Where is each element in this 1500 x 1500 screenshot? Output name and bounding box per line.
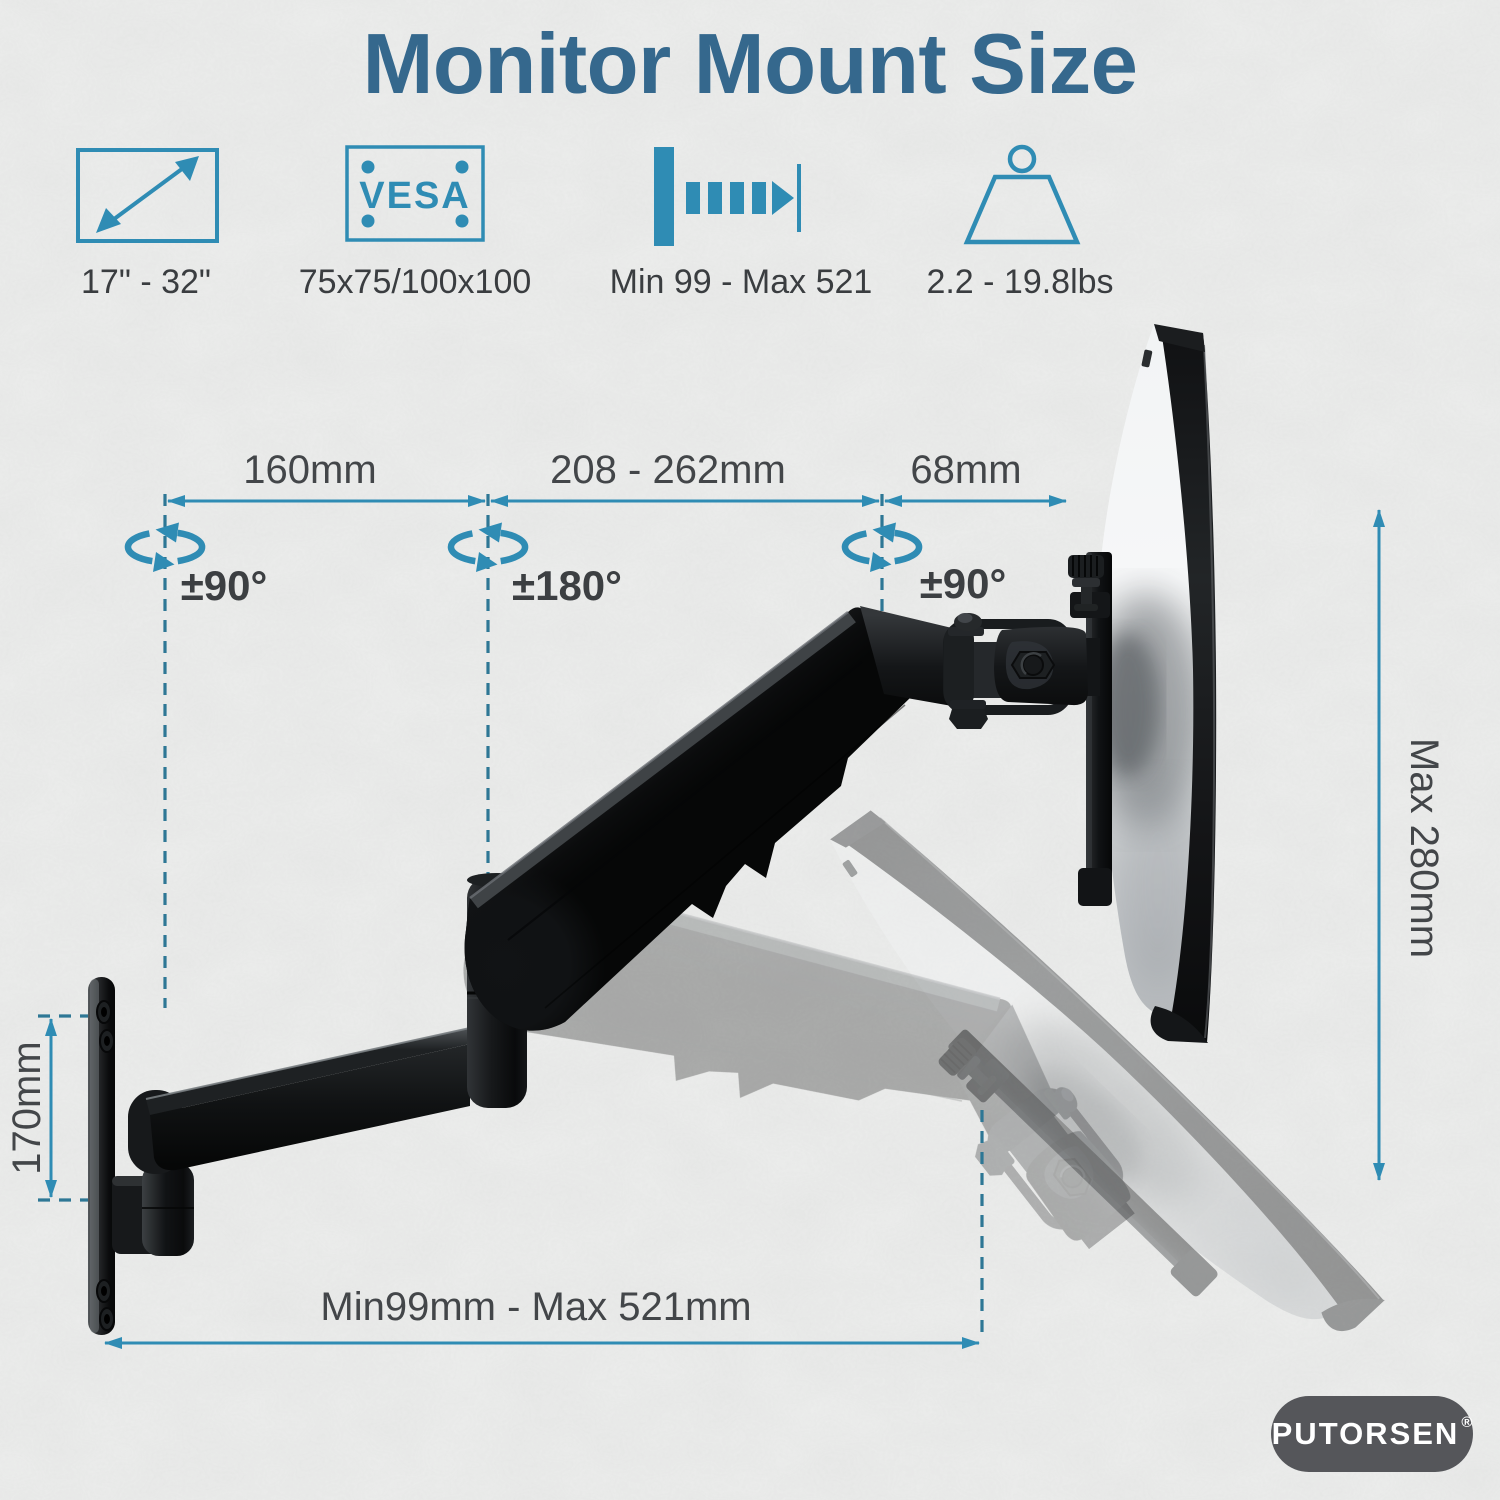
- spec-label-weight: 2.2 - 19.8lbs: [926, 263, 1113, 301]
- label-swivel-mid: ±180°: [512, 562, 622, 609]
- screen-size-icon: [76, 148, 219, 243]
- registered-mark-icon: ®: [1461, 1413, 1473, 1431]
- wall-hinge: [112, 1163, 194, 1256]
- label-swivel-head: ±90°: [920, 560, 1007, 607]
- label-extension-range: Min99mm - Max 521mm: [320, 1285, 751, 1329]
- weight-icon: [963, 144, 1081, 245]
- brand-name: PUTORSEN: [1271, 1416, 1460, 1451]
- spec-label-extension: Min 99 - Max 521: [610, 263, 873, 301]
- label-wall-plate-height: 170mm: [5, 1041, 49, 1174]
- lower-arm: [128, 1027, 471, 1174]
- wall-plate: [88, 977, 115, 1335]
- dimension-annotations: 160mm 208 - 262mm 68mm ±90° ±180° ±90° M…: [5, 448, 1446, 1349]
- page-title: Monitor Mount Size: [362, 17, 1138, 112]
- label-head-offset: 68mm: [910, 448, 1021, 492]
- vesa-icon-text: VESA: [359, 175, 470, 217]
- label-swivel-rear: ±90°: [181, 562, 268, 609]
- brand-logo: PUTORSEN®: [1271, 1396, 1473, 1472]
- spec-row: 17" - 32" VESA 75x75/100x100 Min 99 - Ma…: [76, 144, 1114, 301]
- extension-icon: [654, 147, 801, 246]
- spec-label-screen-size: 17" - 32": [81, 263, 211, 301]
- spec-label-vesa: 75x75/100x100: [299, 263, 532, 301]
- label-arm-front-segment: 208 - 262mm: [550, 448, 786, 492]
- label-height-range: Max 280mm: [1402, 738, 1446, 958]
- label-arm-rear-segment: 160mm: [243, 448, 376, 492]
- vesa-icon: VESA: [345, 145, 485, 242]
